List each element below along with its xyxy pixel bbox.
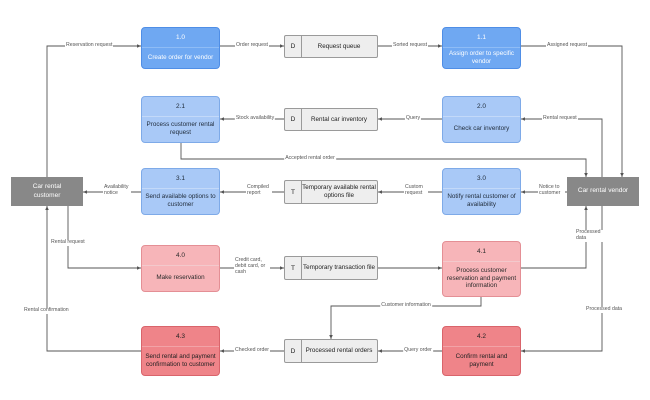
entity-label: Car rental vendor <box>577 187 629 195</box>
flow-label-customer-information: Customer information <box>380 302 432 309</box>
process-4-1[interactable]: 4.1 Process customer reservation and pay… <box>442 241 521 297</box>
process-number: 4.0 <box>142 246 219 266</box>
process-4-3[interactable]: 4.3 Send rental and payment confirmation… <box>141 326 220 376</box>
arrow-reservation-request <box>46 44 141 177</box>
process-number: 3.0 <box>443 169 520 189</box>
process-label: Send available options to customer <box>145 193 216 208</box>
process-1-1[interactable]: 1.1 Assign order to specific vendor <box>442 27 521 69</box>
process-label: Create order for vendor <box>147 53 214 61</box>
datastore-processed-rental-orders[interactable]: D Processed rental orders <box>284 339 378 363</box>
process-3-0[interactable]: 3.0 Notify rental customer of availabili… <box>442 168 521 215</box>
process-4-2[interactable]: 4.2 Confirm rental and payment <box>442 326 521 376</box>
flow-label-processed-data-1: Processed data <box>575 229 605 242</box>
flow-label-rental-request-vendor: Rental request <box>542 115 578 122</box>
flow-label-accepted-rental-order: Accepted rental order <box>284 155 336 162</box>
datastore-request-queue[interactable]: D Request queue <box>284 35 378 58</box>
datastore-name: Processed rental orders <box>305 347 373 355</box>
process-number: 1.1 <box>443 28 520 48</box>
datastore-name: Request queue <box>317 42 361 50</box>
arrow-rental-confirmation <box>45 206 141 352</box>
flow-label-sorted-request: Sorted request <box>391 42 429 49</box>
process-1-0[interactable]: 1.0 Create order for vendor <box>141 27 220 69</box>
datastore-name: Temporary available rental options file <box>302 184 376 199</box>
datastore-tag: D <box>285 109 302 130</box>
datastore-tag: T <box>285 257 302 279</box>
datastore-tag: T <box>285 181 302 203</box>
datastore-tag: D <box>285 36 302 57</box>
flow-label-availability-notice: Availability notice <box>103 184 131 197</box>
arrow-rental-request-vendor <box>521 117 603 177</box>
flow-label-assigned-request: Assigned request <box>546 42 589 49</box>
process-number: 3.1 <box>142 169 219 189</box>
flow-label-stock-availability: Stock availability <box>234 115 276 122</box>
entity-car-rental-vendor[interactable]: Car rental vendor <box>567 177 639 206</box>
flow-label-reservation-request: Reservation request <box>65 42 114 49</box>
flow-label-notice-to-customer: Notice to customer <box>538 184 565 197</box>
flow-label-rental-request-customer: Rental request <box>50 239 86 246</box>
datastore-rental-car-inventory[interactable]: D Rental car inventory <box>284 108 378 131</box>
process-4-0[interactable]: 4.0 Make reservation <box>141 245 220 292</box>
process-label: Notify rental customer of availability <box>447 193 516 208</box>
process-2-1[interactable]: 2.1 Process customer rental request <box>141 96 220 143</box>
process-label: Assign order to specific vendor <box>448 49 515 65</box>
flow-label-order-request: Order request <box>234 42 270 49</box>
datastore-temporary-options-file[interactable]: T Temporary available rental options fil… <box>284 180 378 204</box>
process-label: Check car inventory <box>453 125 510 133</box>
process-number: 2.1 <box>142 97 219 117</box>
entity-car-rental-customer[interactable]: Car rental customer <box>11 177 83 206</box>
flow-label-custom-request: Custom request <box>404 184 428 197</box>
process-number: 1.0 <box>142 28 219 48</box>
arrow-processed-data-1 <box>521 206 588 269</box>
flow-label-rental-confirmation: Rental confirmation <box>23 307 70 314</box>
flow-label-processed-data-2: Processed data <box>585 306 624 313</box>
process-2-0[interactable]: 2.0 Check car inventory <box>442 96 521 143</box>
datastore-name: Rental car inventory <box>311 115 367 123</box>
process-number: 4.1 <box>443 242 520 262</box>
process-number: 4.2 <box>443 327 520 347</box>
datastore-temporary-transaction-file[interactable]: T Temporary transaction file <box>284 256 378 280</box>
entity-label: Car rental customer <box>32 183 62 199</box>
flow-label-credit-card: Credit card, debit card, or cash <box>234 257 270 276</box>
process-number: 2.0 <box>443 97 520 117</box>
arrow-accepted-rental-order <box>180 143 588 177</box>
process-label: Confirm rental and payment <box>455 352 508 368</box>
process-label: Process customer rental request <box>146 121 215 136</box>
arrow-processed-data-2 <box>521 206 603 353</box>
datastore-tag: D <box>285 340 302 362</box>
process-number: 4.3 <box>142 327 219 347</box>
process-label: Process customer reservation and payment… <box>446 266 517 290</box>
process-label: Send rental and payment confirmation to … <box>145 352 216 368</box>
arrow-rental-request-customer <box>67 206 141 270</box>
flow-label-query: Query <box>404 115 422 122</box>
arrow-assigned-request <box>521 45 624 177</box>
process-label: Make reservation <box>156 274 205 282</box>
datastore-name: Temporary transaction file <box>302 264 376 272</box>
flow-label-query-order: Query order <box>403 347 433 354</box>
process-3-1[interactable]: 3.1 Send available options to customer <box>141 168 220 215</box>
flow-label-compiled-report: Compiled report <box>246 184 272 197</box>
flow-label-checked-order: Checked order <box>233 347 271 354</box>
